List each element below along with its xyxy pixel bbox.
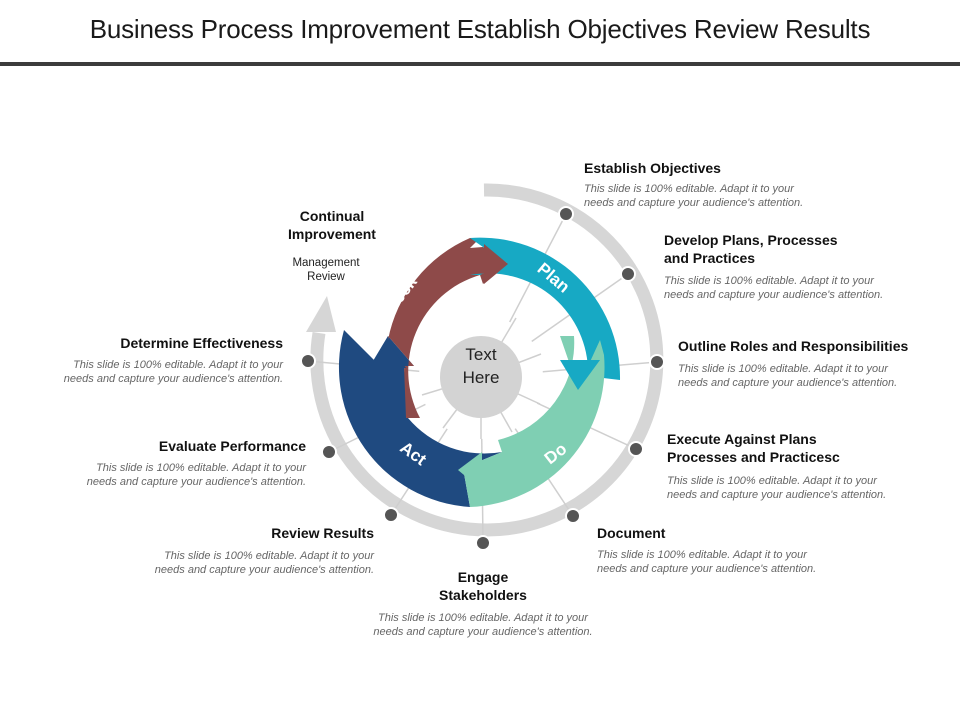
dot-establish bbox=[558, 206, 574, 222]
dot-engage bbox=[475, 535, 491, 551]
act-arrowhead bbox=[370, 342, 406, 368]
outline-roles-desc: This slide is 100% editable. Adapt it to… bbox=[678, 363, 898, 389]
establish-objectives-desc: This slide is 100% editable. Adapt it to… bbox=[584, 183, 804, 209]
document-desc: This slide is 100% editable. Adapt it to… bbox=[597, 549, 817, 575]
outer-ring-arrowhead bbox=[306, 296, 336, 332]
hub-line-2: Here bbox=[463, 368, 500, 387]
evaluate-performance-desc: This slide is 100% editable. Adapt it to… bbox=[86, 462, 306, 488]
do-segment bbox=[463, 336, 605, 507]
develop-plans-desc: This slide is 100% editable. Adapt it to… bbox=[664, 275, 884, 301]
do-arrowhead bbox=[458, 452, 482, 490]
execute-plans-desc: This slide is 100% editable. Adapt it to… bbox=[667, 475, 887, 501]
check-arrowhead bbox=[484, 244, 508, 284]
dot-outline bbox=[649, 354, 665, 370]
hub-circle bbox=[440, 336, 522, 418]
page-title: Business Process Improvement Establish O… bbox=[89, 14, 871, 44]
hub-line-1: Text bbox=[465, 345, 496, 364]
engage-stakeholders-desc: This slide is 100% editable. Adapt it to… bbox=[373, 612, 593, 638]
outline-roles-label: Outline Roles and Responsibilities bbox=[678, 338, 909, 354]
plan-segment bbox=[470, 237, 621, 380]
dot-document bbox=[565, 508, 581, 524]
check-segment bbox=[388, 238, 507, 418]
engage-stakeholders-label: Engage Stakeholders bbox=[439, 569, 527, 603]
title-divider bbox=[0, 62, 960, 66]
continual-improvement-title: Continual Improvement bbox=[288, 208, 376, 242]
dot-determine bbox=[300, 353, 316, 369]
review-results-desc: This slide is 100% editable. Adapt it to… bbox=[154, 550, 374, 576]
execute-plans-label: Execute Against Plans Processes and Prac… bbox=[667, 431, 840, 465]
develop-plans-label: Develop Plans, Processes and Practices bbox=[664, 232, 838, 266]
dot-evaluate bbox=[321, 444, 337, 460]
dot-review bbox=[383, 507, 399, 523]
determine-effectiveness-desc: This slide is 100% editable. Adapt it to… bbox=[63, 359, 283, 385]
determine-effectiveness-label: Determine Effectiveness bbox=[120, 335, 283, 351]
outer-ring bbox=[310, 183, 664, 537]
dot-execute bbox=[628, 441, 644, 457]
plan-arrowhead bbox=[560, 360, 600, 390]
act-segment bbox=[338, 330, 502, 507]
evaluate-performance-label: Evaluate Performance bbox=[158, 438, 306, 454]
outer-dots bbox=[300, 206, 665, 551]
management-review: Management Review bbox=[292, 257, 360, 283]
review-results-label: Review Results bbox=[271, 525, 374, 541]
establish-objectives-label: Establish Objectives bbox=[584, 160, 721, 176]
dot-develop bbox=[620, 266, 636, 282]
document-label: Document bbox=[597, 525, 666, 541]
